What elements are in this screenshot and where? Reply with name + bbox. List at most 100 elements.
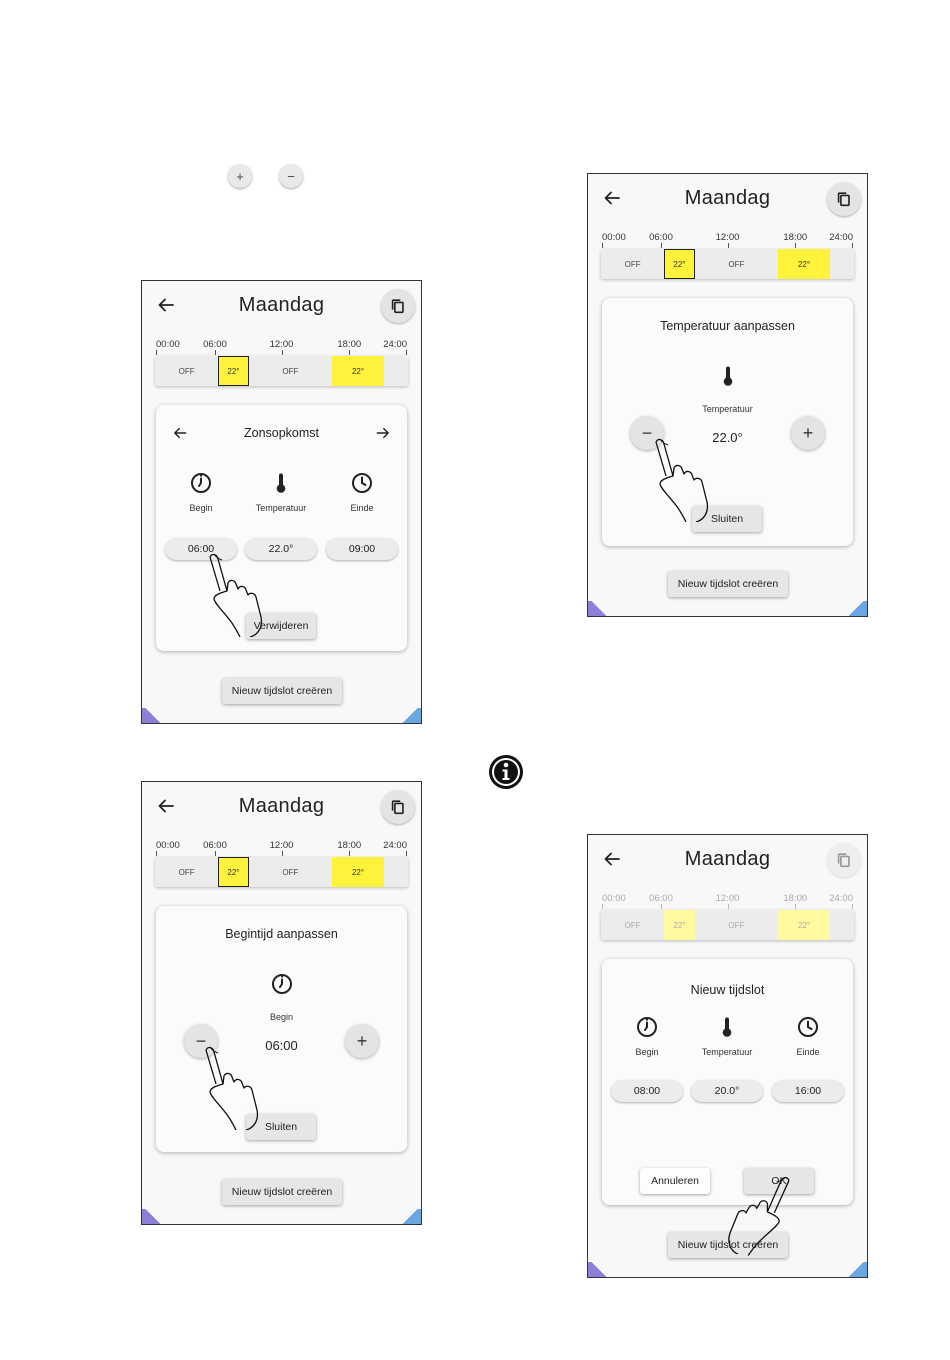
adjust-card: Temperatuur aanpassen Temperatuur − 22.0…: [602, 298, 853, 546]
page-title: Maandag: [238, 795, 325, 817]
thermometer-icon: [715, 1015, 739, 1039]
day-timeline: 00:00 06:00 12:00 18:00 24:00 OFF 22° OF…: [155, 339, 408, 391]
day-timeline: 00:00 06:00 12:00 18:00 24:00 OFF 22° OF…: [601, 232, 854, 284]
slot-title: Zonsopkomst: [243, 426, 320, 440]
app-bar: Maandag: [588, 174, 867, 226]
delete-button[interactable]: Verwijderen: [246, 613, 316, 639]
new-timeslot-button[interactable]: Nieuw tijdslot creëren: [222, 678, 342, 704]
screen-adjust-begin: Maandag 00:00 06:00 12:00 18:00 24:00 OF…: [141, 781, 422, 1225]
tick-label: 06:00: [203, 840, 227, 851]
copy-icon: [389, 798, 407, 816]
timeslot-segment[interactable]: OFF: [728, 259, 745, 269]
timeslot-segment[interactable]: OFF: [178, 867, 195, 877]
timeslot-segment[interactable]: OFF: [282, 867, 299, 877]
day-timeline: 00:00 06:00 12:00 18:00 24:00 OFF 22° OF…: [155, 840, 408, 892]
temperature-column: Temperatuur: [691, 1015, 763, 1057]
copy-button: [827, 843, 861, 877]
field-label: Begin: [269, 1012, 294, 1022]
timeslot-segment[interactable]: OFF: [282, 366, 299, 376]
temperature-value-button[interactable]: 22.0°: [245, 538, 317, 560]
tick-label: 24:00: [829, 893, 853, 904]
timeslot-bar: OFF 22° OFF 22°: [601, 249, 854, 279]
page-title: Maandag: [238, 294, 325, 316]
copy-icon: [389, 297, 407, 315]
hand-pointer-icon: [200, 551, 266, 637]
app-bar: Maandag: [142, 782, 421, 834]
clock-icon: [350, 471, 374, 495]
page-title: Maandag: [684, 187, 771, 209]
timeslot-segment[interactable]: 22°: [332, 857, 384, 887]
next-arrow-icon[interactable]: [375, 425, 391, 441]
field-label: Temperatuur: [702, 404, 753, 414]
copy-button[interactable]: [381, 289, 415, 323]
screen-adjust-temperature: Maandag 00:00 06:00 12:00 18:00 24:00 OF…: [587, 173, 868, 617]
adjust-card: Begintijd aanpassen Begin − 06:00 + Slui…: [156, 906, 407, 1152]
plus-button[interactable]: +: [228, 164, 252, 188]
tick-label: 24:00: [829, 232, 853, 243]
begin-label: Begin: [635, 1047, 659, 1057]
timeslot-segment[interactable]: OFF: [624, 259, 641, 269]
timer-icon: [270, 972, 294, 996]
clock-icon: [796, 1015, 820, 1039]
close-button[interactable]: Sluiten: [692, 506, 762, 532]
timeslot-segment-selected[interactable]: 22°: [218, 857, 249, 887]
begin-label: Begin: [189, 503, 213, 513]
temperature-value: 22.0°: [712, 430, 743, 445]
decrease-button[interactable]: −: [184, 1024, 218, 1058]
new-timeslot-button[interactable]: Nieuw tijdslot creëren: [222, 1179, 342, 1205]
new-timeslot-button[interactable]: Nieuw tijdslot creëren: [668, 571, 788, 597]
timeslot-segment[interactable]: 22°: [778, 249, 830, 279]
end-label: Einde: [796, 1047, 820, 1057]
end-column: Einde: [326, 471, 398, 513]
card-title: Nieuw tijdslot: [690, 983, 765, 997]
new-slot-card: Nieuw tijdslot Begin Temperatuur Einde 0…: [602, 959, 853, 1205]
hand-pointer-icon: [646, 436, 712, 522]
tick-label: 24:00: [383, 840, 407, 851]
timeslot-segment-selected[interactable]: 22°: [218, 356, 249, 386]
timeslot-bar: OFF 22° OFF 22°: [155, 356, 408, 386]
tick-label: 18:00: [783, 232, 808, 243]
day-timeline: 00:00 06:00 12:00 18:00 24:00 OFF 22° OF…: [601, 893, 854, 945]
end-value-button[interactable]: 09:00: [326, 538, 398, 560]
screen-new-timeslot: Maandag 00:00 06:00 12:00 18:00 24:00 OF…: [587, 834, 868, 1278]
thermometer-icon: [716, 364, 740, 388]
copy-button[interactable]: [381, 790, 415, 824]
begin-column: Begin: [611, 1015, 683, 1057]
increase-button[interactable]: +: [345, 1024, 379, 1058]
timeslot-segment: 22°: [778, 910, 830, 940]
tick-label: 12:00: [269, 840, 294, 851]
copy-button[interactable]: [827, 182, 861, 216]
end-value-button[interactable]: 16:00: [772, 1080, 844, 1102]
begin-value-button[interactable]: 06:00: [165, 538, 237, 560]
tick-label: 18:00: [337, 339, 362, 350]
minus-button[interactable]: −: [279, 164, 303, 188]
tick-label: 06:00: [649, 893, 673, 904]
card-title: Begintijd aanpassen: [225, 927, 338, 941]
timeslot-segment[interactable]: 22°: [332, 356, 384, 386]
timer-icon: [189, 471, 213, 495]
decrease-button[interactable]: −: [630, 416, 664, 450]
tick-label: 18:00: [337, 840, 362, 851]
tick-label: 00:00: [156, 339, 180, 350]
temperature-value-button[interactable]: 20.0°: [691, 1080, 763, 1102]
increase-button[interactable]: +: [791, 416, 825, 450]
timeslot-bar: OFF 22° OFF 22°: [155, 857, 408, 887]
slot-card: Zonsopkomst Begin Temperatuur Einde 06:0…: [156, 405, 407, 651]
temperature-label: Temperatuur: [255, 503, 307, 513]
tick-label: 06:00: [649, 232, 673, 243]
cancel-button[interactable]: Annuleren: [640, 1168, 710, 1194]
begin-value-button[interactable]: 08:00: [611, 1080, 683, 1102]
app-bar: Maandag: [588, 835, 867, 887]
page-title: Maandag: [684, 848, 771, 870]
thermometer-icon: [269, 471, 293, 495]
tick-label: 00:00: [602, 893, 626, 904]
card-title: Temperatuur aanpassen: [660, 319, 795, 333]
copy-icon: [835, 851, 853, 869]
begin-column: Begin: [165, 471, 237, 513]
timeslot-segment[interactable]: OFF: [178, 366, 195, 376]
timeslot-segment: 22°: [664, 910, 695, 940]
timeslot-segment-selected[interactable]: 22°: [664, 249, 695, 279]
timeslot-segment: OFF: [624, 920, 641, 930]
temperature-label: Temperatuur: [701, 1047, 753, 1057]
tick-label: 12:00: [715, 232, 740, 243]
